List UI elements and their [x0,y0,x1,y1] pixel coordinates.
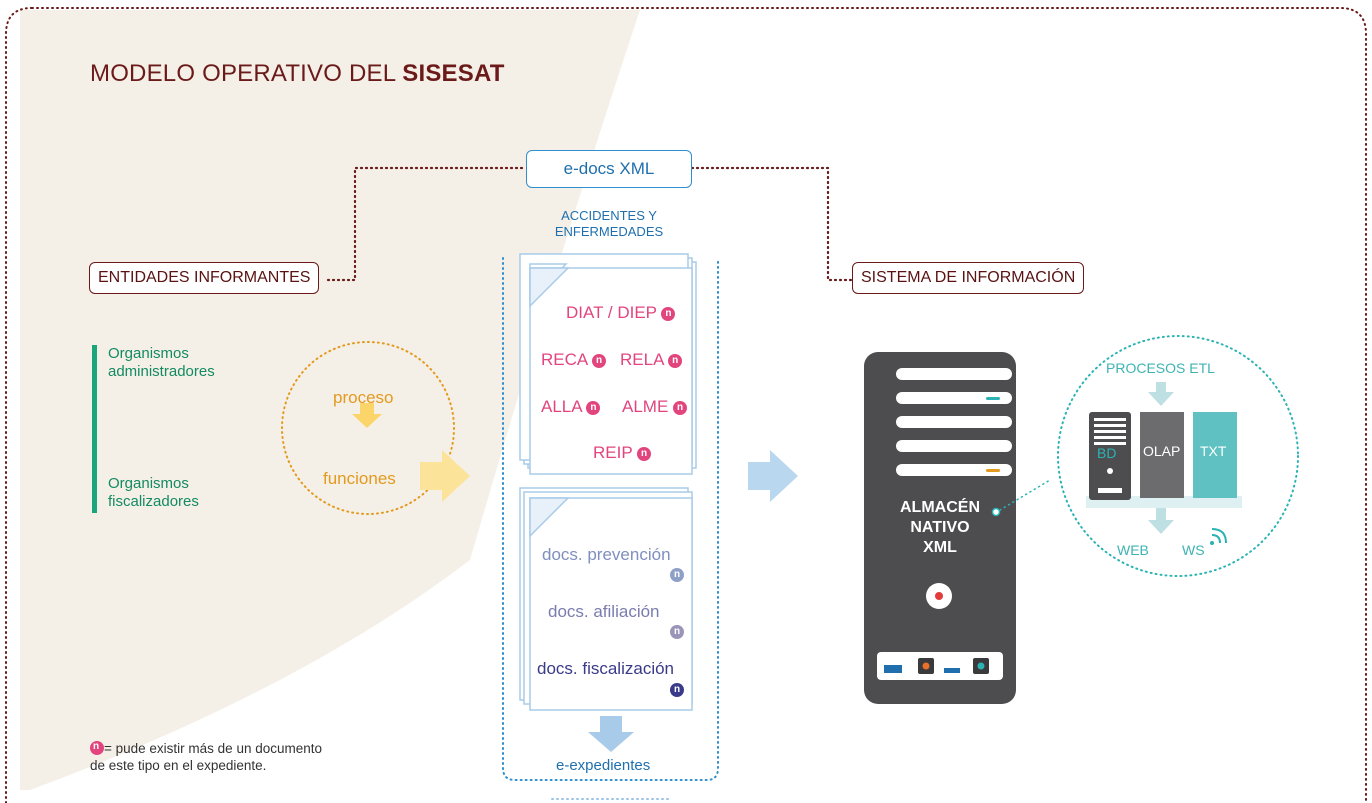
doc-fiscalizacion: docs. fiscalización [537,659,675,678]
doc-diat-diep: DIAT / DIEP n [566,303,676,323]
wifi-icon [1210,528,1227,545]
ws-label: WS [1182,542,1205,558]
n-badge-icon: n [670,568,684,582]
proceso-down-arrow [352,403,382,428]
doc-afiliacion: docs. afiliación [548,602,660,621]
organismos-fiscalizadores: Organismos fiscalizadores [108,475,199,511]
proceso-label: proceso [333,388,394,407]
doc-alla-label: ALLA [541,397,582,416]
page-title: MODELO OPERATIVO DEL SISESAT [90,60,505,88]
web-label: WEB [1117,542,1149,558]
org-fisc-line1: Organismos [108,475,189,492]
yellow-right-arrow [420,450,470,502]
org-admin-line1: Organismos [108,345,189,362]
server-line2: NATIVO [910,519,970,536]
edocs-box: e-docs XML [526,150,692,188]
txt-label: TXT [1200,443,1227,459]
legend: = pude existir más de un documento de es… [90,740,322,774]
server-label: ALMACÉN NATIVO XML [880,498,1000,558]
server-line1: ALMACÉN [900,499,980,516]
org-admin-line2: administradores [108,363,215,380]
organismos-administradores: Organismos administradores [108,345,215,381]
funciones-label: funciones [323,469,396,488]
entidades-box: ENTIDADES INFORMANTES [89,262,320,294]
accidentes-line2: ENFERMEDADES [554,224,664,239]
olap-box [1140,412,1184,498]
n-badge-icon: n [670,683,684,697]
bd-label: BD [1097,445,1117,461]
legend-n-icon: n [93,741,100,752]
n-badge-icon: n [670,625,684,639]
olap-label: OLAP [1143,443,1181,459]
accidentes-heading: ACCIDENTES Y ENFERMEDADES [536,208,682,240]
expedientes-label: e-expedientes [556,757,651,774]
n-badge-icon: n [668,353,683,368]
doc-stack-otros [519,487,693,711]
doc-reca: RECA n [541,350,607,370]
txt-box [1193,412,1237,498]
n-badge-icon: n [661,306,676,321]
etl-circle [1057,335,1299,577]
etl-down-arrow-bottom [1148,508,1174,534]
server-line3: XML [923,539,957,556]
sistema-box: SISTEMA DE INFORMACIÓN [852,262,1085,294]
proceso-circle [281,341,455,515]
doc-rela-label: RELA [620,350,664,369]
n-badge-icon: n [673,400,688,415]
doc-reip: REIP n [593,443,652,463]
doc-rela: RELA n [620,350,683,370]
doc-alme: ALME n [622,397,688,417]
n-badge-icon: n [586,400,601,415]
doc-reca-label: RECA [541,350,588,369]
n-badge-icon: n [592,353,607,368]
org-fisc-line2: fiscalizadores [108,493,199,510]
n-badge-icon: n [637,446,652,461]
background-shape [20,10,640,790]
server-tower [864,352,1016,704]
doc-alme-label: ALME [622,397,669,416]
expediente-container [502,257,719,781]
doc-stack-accidentes [519,253,697,475]
expedientes-down-arrow [588,716,634,752]
outer-frame [5,7,1367,803]
etl-down-arrow-top [1148,382,1174,406]
bd-server [1089,412,1131,500]
doc-diat-label: DIAT / DIEP [566,303,657,322]
doc-prevencion: docs. prevención [542,545,671,564]
doc-alla: ALLA n [541,397,601,417]
doc-reip-label: REIP [593,443,633,462]
connector-right [690,166,854,282]
title-prefix: MODELO OPERATIVO DEL [90,60,403,87]
organismos-bar [92,345,97,513]
legend-line2: de este tipo en el expediente. [90,758,267,773]
blue-right-arrow [748,450,798,502]
title-bold: SISESAT [402,60,505,87]
etl-title: PROCESOS ETL [1106,360,1215,376]
legend-line1: = pude existir más de un documento [104,741,323,756]
accidentes-line1: ACCIDENTES Y [561,208,657,223]
